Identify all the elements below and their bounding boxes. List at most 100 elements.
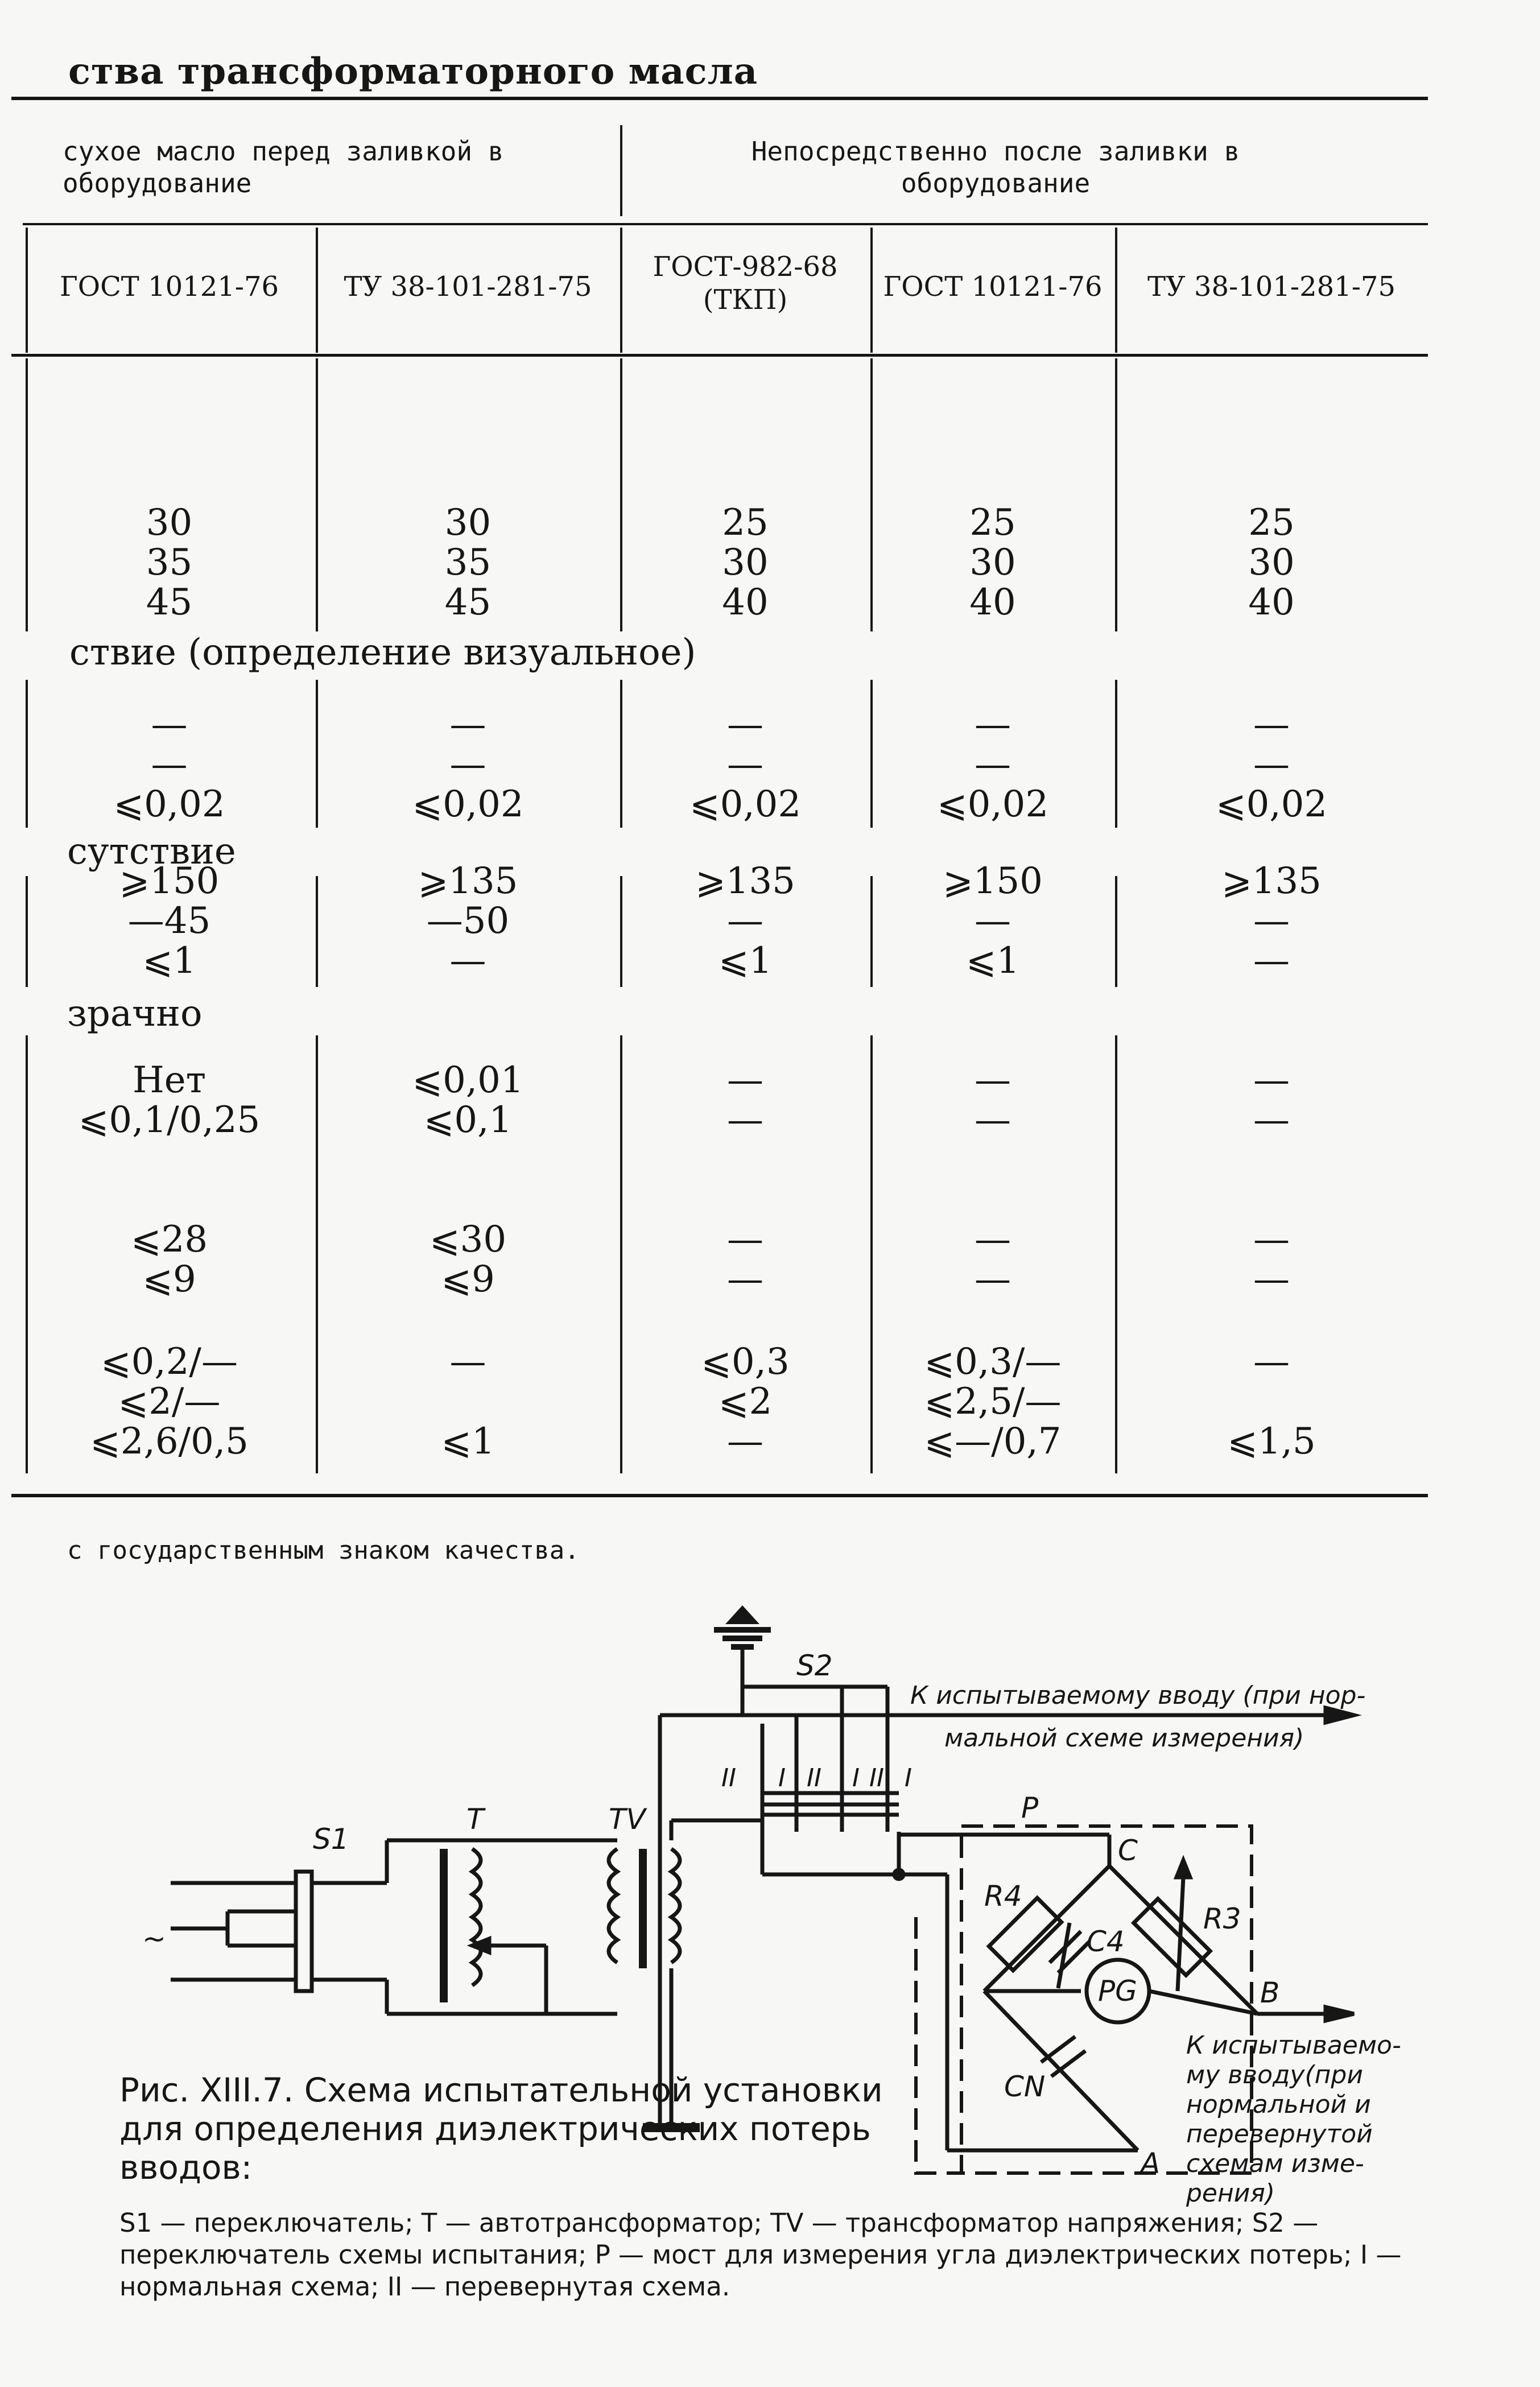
table-cell: ⩾150 [943, 860, 1043, 902]
table-cell: ⩽0,1/0,25 [78, 1099, 261, 1141]
table-cell: 30 [969, 542, 1016, 584]
table-cell: — [975, 704, 1011, 746]
column-divider [1115, 1035, 1117, 1473]
table-cell: ⩽1 [965, 940, 1020, 982]
table-cell: ⩽1 [441, 1420, 495, 1463]
table-cell: 30 [722, 542, 769, 584]
table-cell: — [975, 1099, 1011, 1141]
table-cell: ⩾135 [695, 860, 795, 902]
table-cell: — [727, 1219, 763, 1261]
column-divider [316, 358, 318, 631]
label-p: P [1021, 1791, 1039, 1824]
table-cell: — [1253, 1059, 1290, 1101]
top-rule [11, 97, 1428, 100]
column-divider [870, 876, 873, 987]
column-header: ГОСТ 10121-76 [59, 271, 279, 303]
table-cell: — [975, 1258, 1011, 1300]
table-cell: — [727, 744, 763, 786]
table-cell: — [449, 1341, 486, 1383]
label-t: T [466, 1803, 486, 1836]
table-cell: —50 [426, 900, 510, 942]
column-divider [316, 1035, 318, 1473]
label-b: B [1260, 1976, 1279, 2009]
table-cell: — [727, 1420, 763, 1463]
table-cell: — [1253, 744, 1290, 786]
label-c4: C4 [1087, 1925, 1125, 1958]
column-divider [26, 876, 28, 987]
table-cell: — [727, 1059, 763, 1101]
column-header: ГОСТ 10121-76 [883, 271, 1103, 303]
figure-caption: Рис. XIII.7. Схема испытательной установ… [119, 2071, 883, 2187]
table-cell: ⩽2,5/— [924, 1381, 1062, 1423]
column-divider [26, 680, 28, 828]
table-cell: — [727, 1099, 763, 1141]
label-switch-ii-3: II [869, 1764, 884, 1793]
header-divider [620, 228, 622, 353]
column-divider [870, 680, 873, 828]
table-cell: 40 [722, 581, 769, 623]
label-switch-i-2: I [852, 1764, 860, 1793]
table-cell: —45 [127, 900, 211, 942]
page-title: ства трансформаторного масла [68, 50, 758, 93]
arrow-label-right-line: рения) [1186, 2179, 1275, 2207]
table-cell: ⩽2/— [118, 1381, 221, 1423]
table-cell: 45 [444, 581, 492, 623]
header-divider [316, 228, 318, 353]
label-switch-i-1: I [778, 1764, 786, 1793]
table-cell: ⩽28 [130, 1219, 208, 1261]
table-cell: ⩽0,02 [412, 783, 524, 825]
table-cell: 25 [969, 502, 1016, 544]
table-cell: — [1253, 1219, 1290, 1261]
table-cell: ⩽1 [142, 940, 196, 982]
column-divider [1115, 876, 1117, 987]
arrow-label-right-line: нормальной и [1186, 2090, 1371, 2119]
group-header-dry: сухое масло перед заливкой в оборудовани… [63, 136, 504, 199]
table-cell: ⩽2 [718, 1381, 773, 1423]
column-header: ГОСТ-982-68 (ТКП) [653, 251, 838, 316]
group-header-after: Непосредственно после заливки в оборудов… [751, 136, 1240, 199]
group-rule [23, 223, 1428, 225]
table-cell: — [975, 1059, 1011, 1101]
table-cell: — [727, 1258, 763, 1300]
footnote: с государственным знаком качества. [67, 1536, 580, 1565]
section-label-a: ствие (определение визуальное) [69, 631, 696, 674]
label-s2: S2 [796, 1649, 833, 1682]
arrow-label-top-2: мальной схеме измерения) [944, 1724, 1304, 1753]
label-r3: R3 [1203, 1902, 1241, 1935]
section-label-b: сутствие [67, 831, 236, 873]
header-divider [1115, 228, 1117, 353]
table-cell: 25 [1248, 502, 1295, 544]
label-pg: PG [1098, 1975, 1137, 2008]
figure-legend: S1 — переключатель; T — автотрансформато… [119, 2208, 1402, 2302]
group-divider [620, 125, 622, 216]
arrow-label-right-line: перевернутой [1186, 2120, 1373, 2149]
table-cell: ⩽30 [429, 1219, 507, 1261]
label-switch-ii-2: II [807, 1764, 821, 1793]
table-cell: ⩽1,5 [1227, 1420, 1316, 1463]
table-cell: — [449, 940, 486, 982]
column-divider [870, 1035, 873, 1473]
table-cell: 30 [146, 502, 193, 544]
table-cell: — [1253, 704, 1290, 746]
table-cell: — [975, 1219, 1011, 1261]
table-cell: — [449, 744, 486, 786]
table-cell: — [449, 704, 486, 746]
table-cell: ⩽—/0,7 [924, 1420, 1062, 1463]
column-divider [26, 358, 28, 631]
table-cell: 30 [1248, 542, 1295, 584]
column-header: ТУ 38-101-281-75 [344, 271, 592, 303]
bottom-rule [11, 1494, 1428, 1497]
table-cell: ⩽0,02 [1215, 783, 1328, 825]
label-tv: TV [609, 1803, 648, 1836]
table-cell: ⩽9 [142, 1258, 196, 1300]
table-cell: ⩽1 [718, 940, 773, 982]
table-cell: ⩽0,3 [701, 1341, 790, 1383]
column-header: ТУ 38-101-281-75 [1147, 271, 1396, 303]
label-ac-source: ~ [142, 1922, 166, 1955]
table-cell: ⩾135 [418, 860, 518, 902]
table-cell: 40 [1248, 581, 1295, 623]
table-cell: ⩽0,2/— [101, 1341, 238, 1383]
header-divider [26, 228, 28, 353]
table-cell: — [1253, 900, 1290, 942]
label-c: C [1118, 1834, 1138, 1867]
